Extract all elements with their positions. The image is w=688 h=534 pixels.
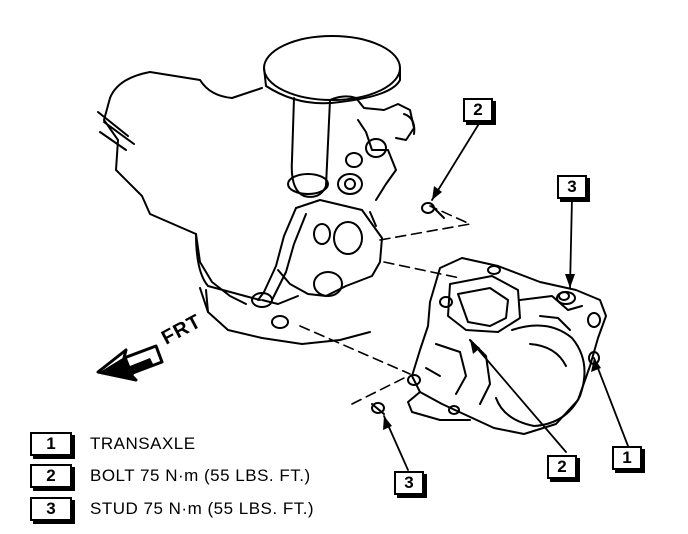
legend-number: 2	[30, 464, 72, 488]
callout-bolt-upper: 2	[463, 98, 493, 122]
alignment-lines	[299, 205, 471, 405]
legend-number: 3	[30, 497, 72, 521]
callout-stud-upper: 3	[557, 175, 587, 199]
legend-item-transaxle: 1 TRANSAXLE	[30, 431, 196, 457]
leader-arrowheads	[383, 186, 601, 430]
legend-item-stud: 3 STUD 75 N·m (55 LBS. FT.)	[30, 496, 314, 522]
callout-transaxle: 1	[612, 446, 642, 470]
leader-lines	[383, 121, 629, 471]
callout-stud-lower: 3	[394, 471, 424, 495]
transaxle-illustration	[407, 257, 607, 435]
legend-text: STUD 75 N·m (55 LBS. FT.)	[90, 499, 315, 518]
callout-bolt-lower: 2	[547, 455, 577, 479]
legend-item-bolt: 2 BOLT 75 N·m (55 LBS. FT.)	[30, 463, 311, 489]
engine-block-illustration	[97, 35, 416, 345]
legend-text: TRANSAXLE	[90, 434, 196, 453]
front-direction-arrow	[96, 344, 164, 382]
legend-text: BOLT 75 N·m (55 LBS. FT.)	[90, 466, 311, 485]
fasteners	[371, 202, 570, 415]
legend-number: 1	[30, 432, 72, 456]
